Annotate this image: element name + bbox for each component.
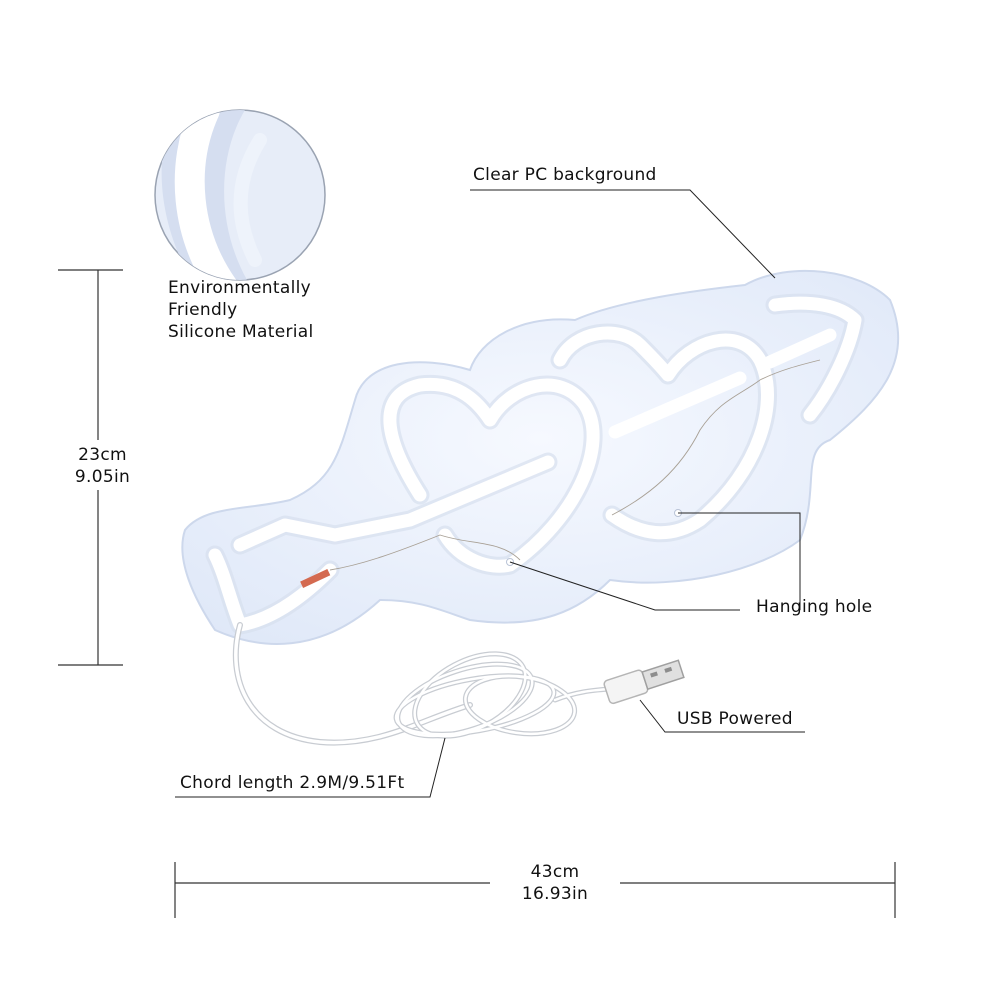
height-in-label: 9.05in — [74, 467, 131, 487]
leader-usb — [639, 699, 805, 733]
width-label-mask — [490, 858, 620, 908]
silicone-closeup-icon — [154, 109, 326, 281]
height-label-mask — [55, 440, 150, 490]
material-label-3: Silicone Material — [168, 322, 314, 342]
hanging-hole-label: Hanging hole — [756, 597, 873, 617]
material-label-1: Environmentally — [168, 278, 311, 298]
material-label-2: Friendly — [168, 300, 238, 320]
background-label: Clear PC background — [473, 165, 657, 185]
leader-background — [470, 189, 776, 279]
usb-label: USB Powered — [677, 709, 793, 729]
coiled-cable-icon — [232, 622, 623, 746]
leader-hole-right — [678, 512, 801, 610]
usb-plug-icon — [603, 659, 685, 705]
leader-hole-left — [509, 561, 740, 611]
leader-lines — [175, 189, 805, 798]
red-connector — [300, 568, 331, 588]
leader-cord — [175, 737, 446, 798]
height-cm-label: 23cm — [78, 445, 127, 465]
internal-wires — [329, 359, 821, 571]
width-in-label: 16.93in — [521, 884, 589, 904]
width-cm-label: 43cm — [530, 862, 580, 882]
cord-length-label: Chord length 2.9M/9.51Ft — [180, 773, 405, 793]
